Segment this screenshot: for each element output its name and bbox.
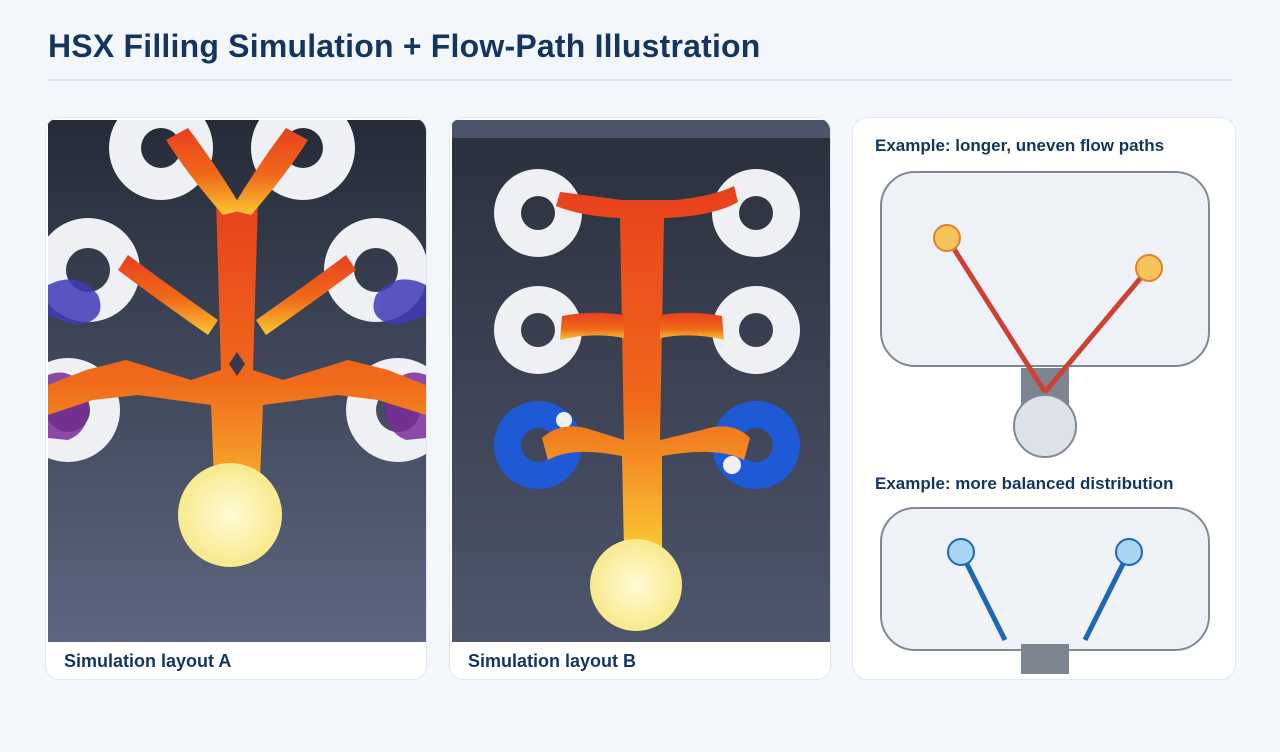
gate-block-balanced <box>1021 644 1069 674</box>
cold-discs-b <box>494 401 800 489</box>
flow-path-diagrams <box>880 171 1210 674</box>
simulation-card-b: Simulation layout B <box>449 117 831 680</box>
flow-path-examples-card: Example: longer, uneven flow paths Examp… <box>852 117 1236 680</box>
sprue-b <box>590 539 682 631</box>
simulation-card-a: Simulation layout A <box>45 117 427 680</box>
simulation-caption-a: Simulation layout A <box>64 651 232 671</box>
flow-node-balanced-right <box>1115 538 1143 566</box>
simulation-image-b <box>452 120 830 642</box>
flow-node-balanced-left <box>947 538 975 566</box>
simulation-caption-b: Simulation layout B <box>468 651 637 671</box>
flow-path-balanced-left <box>958 550 1008 642</box>
example-heading-uneven: Example: longer, uneven flow paths <box>875 136 1165 155</box>
die-cavity-balanced <box>880 507 1210 651</box>
flow-node-uneven-left <box>933 224 961 252</box>
sprue-circle-uneven <box>1013 394 1077 458</box>
die-cavity-uneven <box>880 171 1210 367</box>
runner-system-b <box>542 186 750 550</box>
title-divider <box>48 79 1232 81</box>
flow-path-uneven-right <box>1043 266 1151 394</box>
flow-path-uneven-left <box>944 236 1048 394</box>
sprue-a <box>178 463 282 567</box>
flow-node-uneven-right <box>1135 254 1163 282</box>
page-title: HSX Filling Simulation + Flow-Path Illus… <box>48 28 761 64</box>
flow-path-balanced-right <box>1082 550 1132 642</box>
simulation-image-a <box>48 120 426 642</box>
example-heading-balanced: Example: more balanced distribution <box>875 474 1174 493</box>
